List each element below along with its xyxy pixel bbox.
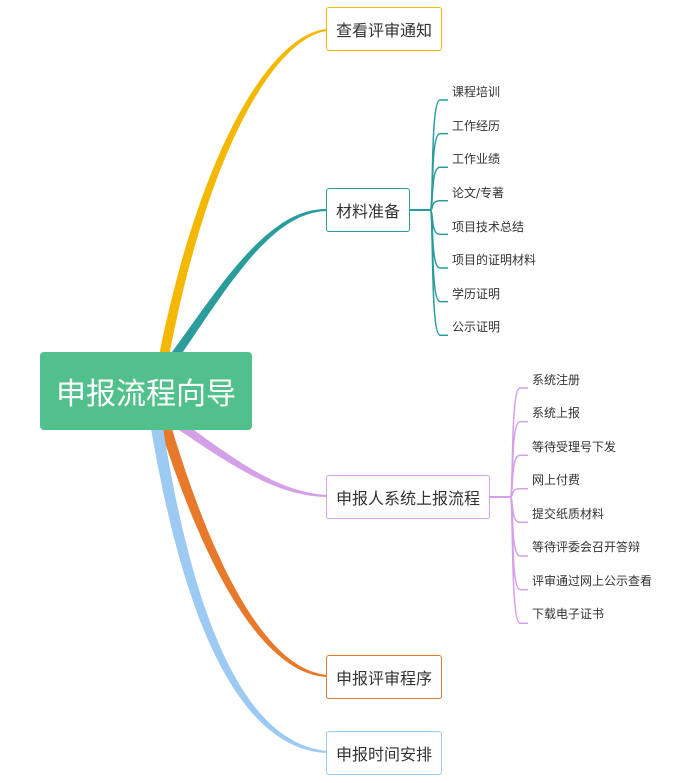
branch-label: 材料准备	[335, 202, 400, 221]
branch-node-review-procedure[interactable]: 申报评审程序	[326, 655, 442, 699]
root-node[interactable]: 申报流程向导	[40, 352, 252, 430]
leaf-online-payment[interactable]: 网上付费	[532, 473, 581, 487]
leaf-connector	[490, 496, 528, 591]
leaf-connector	[490, 454, 528, 498]
branch-label: 申报人系统上报流程	[335, 489, 480, 508]
leaf-connector	[490, 496, 528, 524]
leaf-connector	[409, 209, 448, 303]
branch-connector	[159, 29, 328, 357]
branch-connector	[175, 420, 327, 497]
leaf-connector	[409, 200, 448, 211]
leaf-connector	[409, 132, 448, 211]
leaf-connector	[409, 209, 448, 336]
leaf-connector	[490, 488, 528, 498]
leaf-connector	[490, 420, 528, 498]
leaf-project-proof[interactable]: 项目的证明材料	[452, 253, 537, 267]
branch-label: 查看评审通知	[335, 21, 432, 40]
leaf-project-summary[interactable]: 项目技术总结	[452, 220, 525, 234]
branch-node-schedule[interactable]: 申报时间安排	[326, 731, 442, 775]
leaf-submit-paper-materials[interactable]: 提交纸质材料	[532, 507, 605, 521]
leaf-work-achievements[interactable]: 工作业绩	[452, 152, 501, 166]
leaf-connector	[490, 496, 528, 557]
leaf-connector	[490, 387, 528, 498]
leaf-system-register[interactable]: 系统注册	[532, 373, 581, 387]
leaf-education-proof[interactable]: 学历证明	[452, 287, 501, 301]
leaf-connector	[409, 209, 448, 236]
branch-node-review-notice[interactable]: 查看评审通知	[326, 7, 442, 51]
leaf-work-experience[interactable]: 工作经历	[452, 119, 501, 133]
leaf-download-certificate[interactable]: 下载电子证书	[532, 607, 605, 621]
leaf-system-report[interactable]: 系统上报	[532, 406, 581, 420]
branch-label: 申报时间安排	[335, 745, 432, 764]
branch-label: 申报评审程序	[335, 669, 432, 688]
branch-connector	[160, 426, 328, 677]
leaf-await-defense[interactable]: 等待评委会召开答辩	[532, 540, 641, 554]
leaf-connector	[409, 166, 448, 211]
leaf-connector	[409, 209, 448, 269]
branch-node-material-prep[interactable]: 材料准备	[326, 188, 410, 232]
branch-connector	[170, 209, 327, 360]
branch-connector	[151, 427, 328, 753]
leaf-public-notice-proof[interactable]: 公示证明	[452, 320, 501, 334]
branch-node-applicant-report-flow[interactable]: 申报人系统上报流程	[326, 475, 490, 519]
leaf-course-training[interactable]: 课程培训	[452, 85, 501, 99]
leaf-papers[interactable]: 论文/专著	[452, 186, 505, 200]
leaf-await-acceptance-number[interactable]: 等待受理号下发	[532, 440, 617, 454]
leaf-connector	[490, 496, 528, 624]
leaf-connector	[409, 99, 448, 211]
root-label: 申报流程向导	[56, 377, 236, 412]
leaf-check-public-notice[interactable]: 评审通过网上公示查看	[532, 574, 653, 588]
